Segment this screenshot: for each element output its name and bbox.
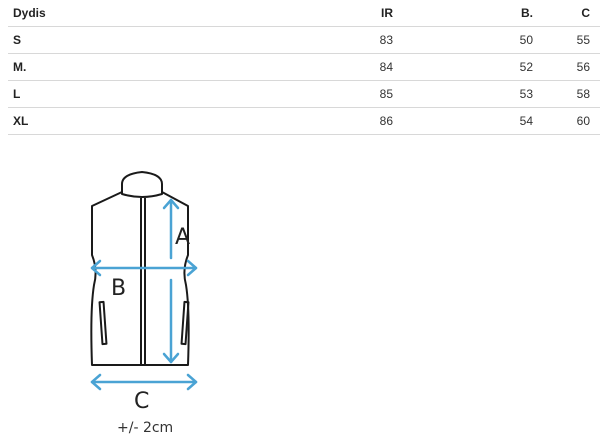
cell-b: 50 (393, 26, 533, 54)
table-row: XL 86 54 60 (8, 107, 600, 135)
cell-size: XL (8, 107, 273, 135)
cell-b: 54 (393, 107, 533, 135)
tolerance-note: +/- 2cm (117, 420, 173, 436)
cell-c: 55 (533, 26, 600, 54)
header-c: C (533, 0, 600, 27)
cell-c: 56 (533, 53, 600, 81)
cell-ir: 83 (273, 26, 393, 54)
cell-b: 52 (393, 53, 533, 81)
cell-size: M. (8, 53, 273, 81)
vest-measurement-diagram: A B C +/- 2cm (70, 160, 230, 440)
label-c: C (134, 389, 149, 414)
header-ir: IR (273, 0, 393, 27)
cell-ir: 86 (273, 107, 393, 135)
header-b: B. (393, 0, 533, 27)
cell-size: L (8, 80, 273, 108)
cell-b: 53 (393, 80, 533, 108)
label-a: A (175, 225, 190, 250)
label-b: B (111, 276, 126, 301)
size-chart-table: Dydis IR B. C S 83 50 55 M. 84 52 56 L 8… (8, 0, 600, 135)
table-row: M. 84 52 56 (8, 53, 600, 81)
cell-ir: 85 (273, 80, 393, 108)
cell-c: 58 (533, 80, 600, 108)
cell-size: S (8, 26, 273, 54)
vest-icon: A B C +/- 2cm (90, 171, 198, 436)
cell-ir: 84 (273, 53, 393, 81)
table-row: L 85 53 58 (8, 80, 600, 108)
header-size: Dydis (8, 0, 273, 27)
table-row: S 83 50 55 (8, 26, 600, 54)
table-header-row: Dydis IR B. C (8, 0, 600, 27)
cell-c: 60 (533, 107, 600, 135)
